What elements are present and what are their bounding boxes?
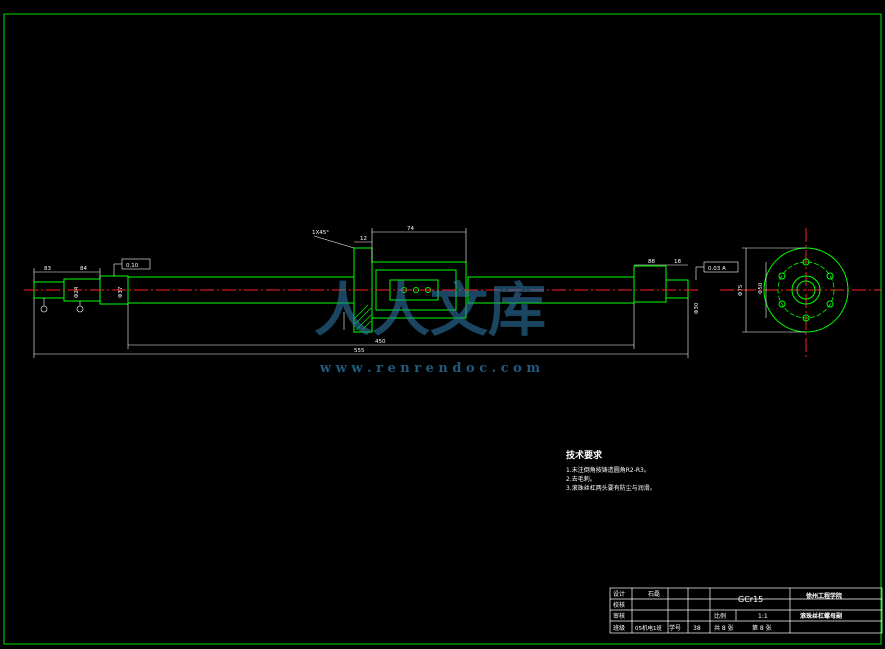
dim-phi-left: Φ24: [74, 286, 80, 298]
tb-sheets: 共 8 张: [714, 624, 734, 632]
watermark: 人人文库 w w w . r e n r e n d o c . c o m: [314, 276, 546, 376]
tb-student-no-value: 38: [693, 625, 701, 632]
tb-designer-label: 设计: [613, 590, 625, 598]
tb-audit-label: 审核: [613, 612, 625, 620]
dim-chamfer: 1X45°: [312, 230, 329, 236]
tb-sheet-no: 第 8 张: [752, 624, 772, 632]
dim-18: 18: [674, 259, 681, 265]
technical-requirements: 技术要求 1.未注倒角按铸造圆角R2-R3。 2.去毛刺。 3.滚珠丝杠两头要有…: [566, 449, 656, 492]
bolt-circle: [777, 261, 835, 319]
dim-top: 12: [360, 236, 367, 242]
dim-phi-right: Φ30: [694, 302, 700, 314]
dim-phi-mid: Φ37: [118, 286, 124, 298]
dim-450: 450: [375, 339, 386, 345]
bolt-hole-3: [826, 300, 834, 308]
dim-74: 74: [407, 226, 414, 232]
dimension-texts: 83 84 74 450 555 88 18 1X45° 12 Φ24 Φ37 …: [44, 226, 764, 354]
watermark-url: w w w . r e n r e n d o c . c o m: [319, 361, 540, 376]
right-bearing-seat: [665, 279, 689, 299]
notes-line-2: 2.去毛刺。: [566, 475, 596, 483]
watermark-logo-text: 人人文库: [314, 276, 546, 344]
tb-scale-value: 1:1: [758, 613, 768, 620]
tb-designer-value: 石磊: [648, 591, 660, 598]
screw-hole-2: [413, 287, 419, 293]
dim-flange-od: Φ75: [738, 284, 744, 296]
dim-88: 88: [648, 259, 655, 265]
dim-total: 555: [354, 348, 365, 354]
notes-line-1: 1.未注倒角按铸造圆角R2-R3。: [566, 466, 650, 474]
notes-title: 技术要求: [566, 449, 603, 461]
tb-checker-label: 校核: [613, 601, 625, 609]
dim-84: 84: [80, 266, 87, 272]
tolerance-right: 0.03 A: [708, 266, 726, 272]
dim-flange-pcd: Φ50: [758, 282, 764, 294]
tb-class-label: 班级: [613, 624, 625, 632]
tb-scale-label: 比例: [714, 612, 726, 620]
drawing-frame: [3, 13, 882, 645]
nut-bore: [791, 275, 821, 305]
dimension-lines: [33, 228, 739, 358]
tb-material: GCr15: [738, 595, 763, 604]
title-block: 设计 石磊 校核 审核 班级 05机电1班 学号 38 GCr15 比例 1:1…: [609, 587, 883, 634]
bolt-hole-2: [826, 272, 834, 280]
bolt-hole-5: [778, 300, 786, 308]
flange-end-view: [720, 228, 882, 358]
flange-section-hatch: [354, 304, 372, 331]
bolt-hole-4: [802, 314, 810, 322]
screw-section: [796, 280, 816, 300]
bolt-hole-6: [778, 272, 786, 280]
tb-student-no-label: 学号: [669, 624, 681, 632]
dim-83: 83: [44, 266, 51, 272]
bolt-hole-1: [802, 258, 810, 266]
tb-school: 徐州工程学院: [805, 592, 842, 600]
tb-drawing-name: 滚珠丝杠螺母副: [800, 612, 842, 620]
notes-line-3: 3.滚珠丝杠两头要有防尘与润滑。: [566, 484, 656, 492]
tolerance-left: 0.10: [126, 263, 139, 269]
tb-class-value: 05机电1班: [635, 624, 662, 632]
